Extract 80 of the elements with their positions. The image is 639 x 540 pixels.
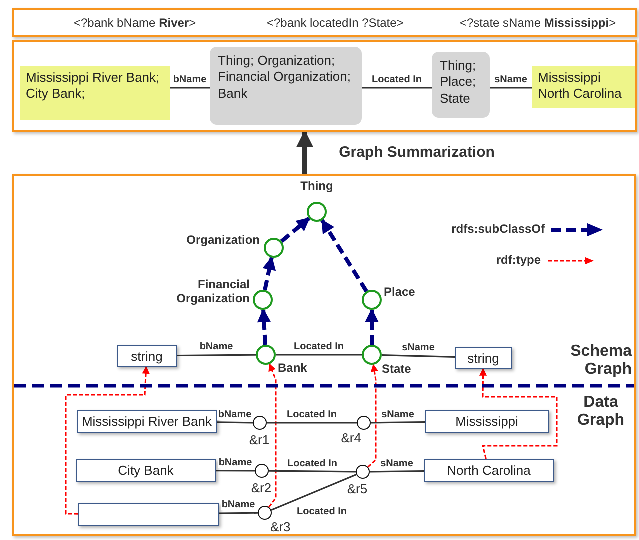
edge-label: Located In [293,342,345,352]
edge-label: sName [380,458,414,470]
arrow [280,216,311,244]
connector-line [269,470,356,473]
node-label: Mississippi River Bank; City Bank; [26,70,161,102]
edge-label: Graph Summarization [338,144,496,162]
connector-line [216,470,255,472]
resource-box [425,410,549,433]
class-set-box [432,52,490,118]
legend-label: rdfs:subClassOf [450,222,545,236]
edge-label: Located In [286,410,338,420]
edge-label: sName [401,342,436,354]
resource-box [424,459,554,482]
node-label: Mississippi River Bank [82,414,212,429]
edge-label: Located In [286,458,338,469]
class-set-box [210,47,362,125]
section-label: Data Graph [576,394,626,430]
connector-line [267,422,357,424]
node-label: Organization [186,233,260,247]
connector-line [382,354,456,358]
edge-label: Located In [371,74,423,86]
resource-box [77,410,217,433]
arrow [320,219,368,293]
node-label: &r2 [251,480,272,495]
edge-label: Located In [296,506,348,517]
connector-line [276,354,362,356]
node-label: string [131,348,163,364]
query-pattern-text: <?state sName Mississippi> [460,16,616,30]
edge-label: bName [217,409,253,420]
node-label: Thing; Organization; Financial Organization; Bank [218,53,352,102]
summary-panel [12,40,637,132]
edge-label: bName [220,500,256,511]
node-label: &r5 [347,481,368,496]
node-label: Place [384,285,416,299]
literal-box [455,347,512,369]
resource-box [76,459,216,482]
legend-label: rdf:type [495,253,541,267]
edge-label: bName [218,457,254,468]
connector-line [271,474,357,512]
node-label: Mississippi [456,414,518,429]
connector-line [170,87,210,89]
edge-label: bName [172,74,208,86]
node-label: North Carolina [447,463,531,478]
node-label: Financial Organization [176,278,250,306]
node-label: Mississippi North Carolina [538,70,623,102]
node-label: &r4 [341,430,362,445]
section-label: Schema Graph [570,343,632,378]
literal-box [117,345,177,367]
edge-label: sName [494,74,528,86]
connector-line [177,354,256,357]
node-label: City Bank [118,463,174,478]
literal-set-box [20,66,170,120]
literal-set-box [532,66,635,108]
resource-box [78,503,219,526]
arrow [365,308,379,345]
edge-label: bName [198,342,234,353]
node-label: &r3 [270,519,291,534]
connector-line [490,87,532,89]
arrow [257,308,271,346]
query-pattern-text: <?bank locatedIn ?State> [267,16,404,30]
node-label: Thing [300,179,334,193]
arrow [479,368,558,460]
edge-label: sName [380,409,416,420]
node-label: Thing; Place; State [440,58,478,107]
query-panel [12,8,637,37]
node-label: State [382,362,412,376]
connector-line [219,512,258,514]
arrow [368,364,378,468]
node-label: &r1 [249,432,270,447]
arrow [65,366,150,515]
arrow [268,364,277,508]
connector-line [216,422,253,424]
query-pattern-text: <?bank bName River> [74,16,196,30]
connector-line [362,87,432,89]
arrow [296,130,314,174]
connector-line [370,421,426,424]
node-label: string [468,350,500,366]
connector-line [370,470,424,473]
arrow [262,256,276,291]
node-label: Bank [278,361,308,375]
